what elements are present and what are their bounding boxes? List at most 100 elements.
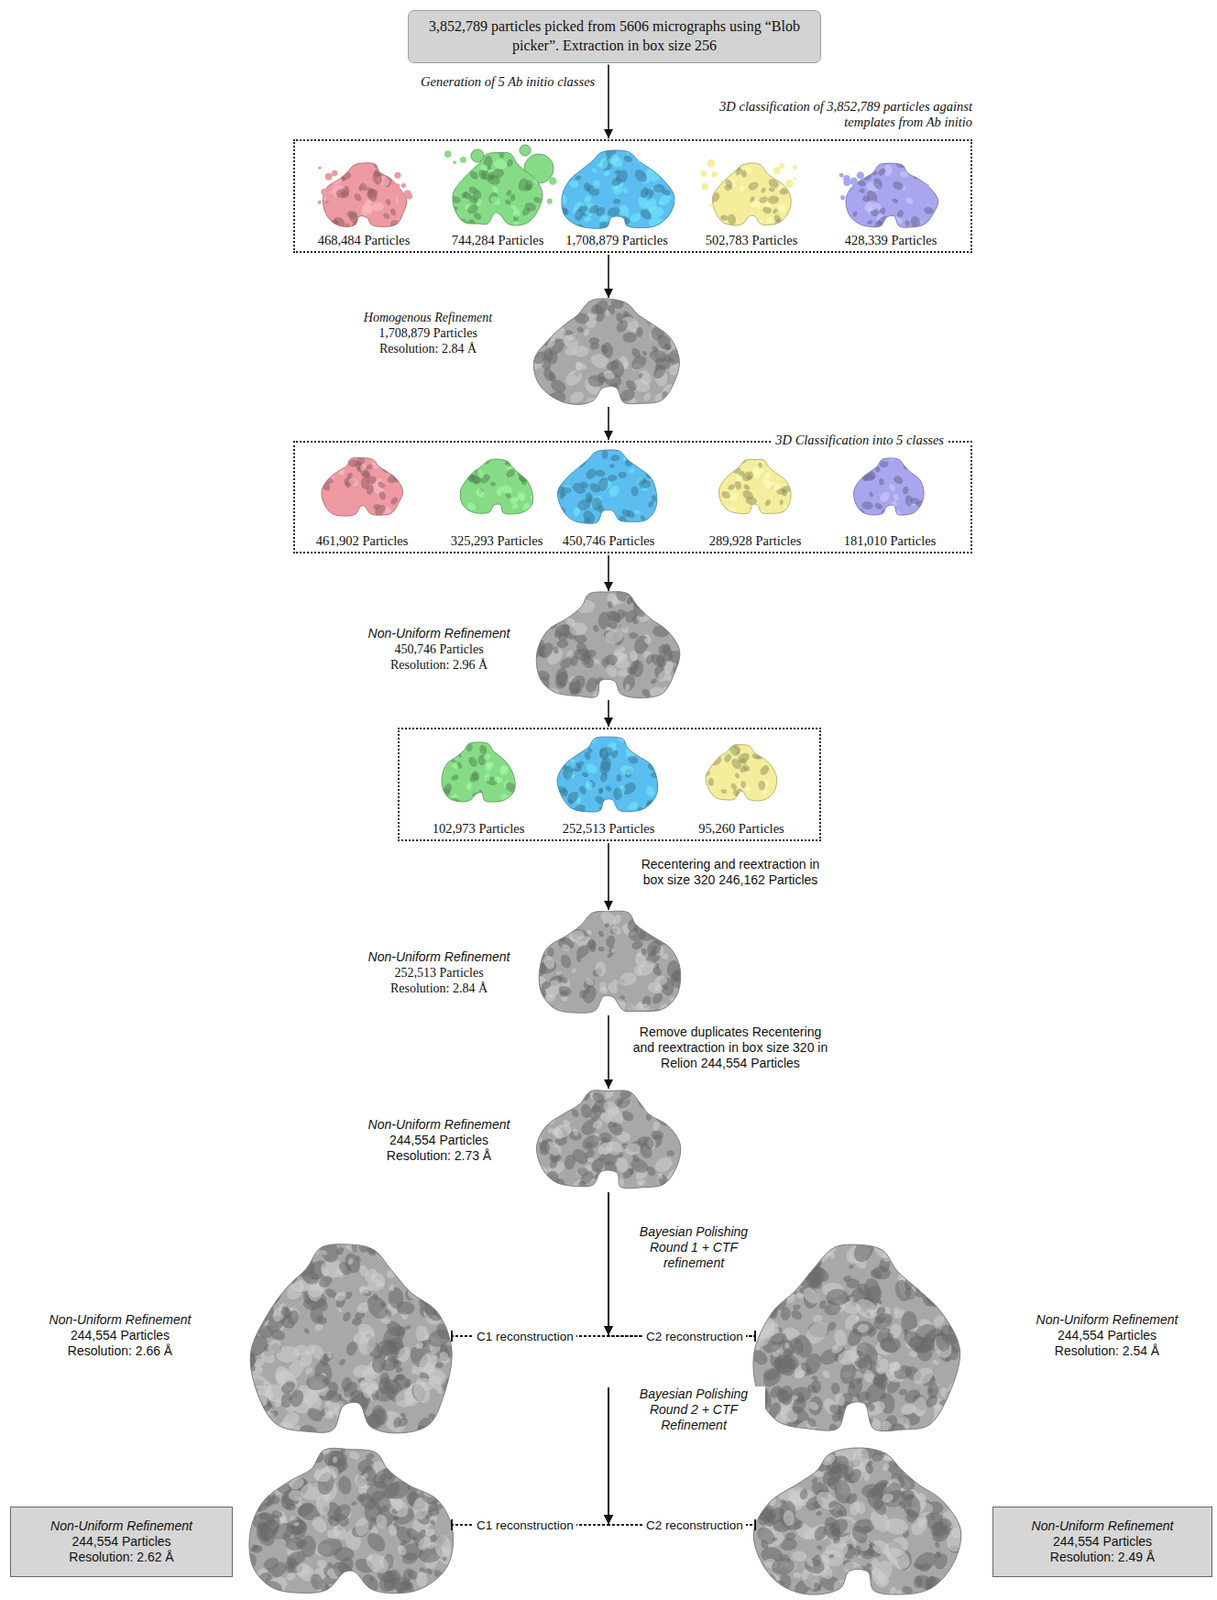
map-groove [602, 686, 612, 695]
map-groove [746, 180, 760, 192]
map-groove [774, 1356, 798, 1376]
map-groove [653, 355, 672, 372]
map-groove [669, 610, 679, 618]
map-groove [592, 1003, 610, 1022]
map-groove [286, 1453, 301, 1465]
map-groove [892, 1306, 900, 1316]
map-groove [909, 215, 922, 231]
map-groove [348, 1414, 366, 1437]
map-debris [718, 186, 726, 195]
map-groove [551, 918, 566, 932]
map-groove [649, 152, 662, 166]
map-groove [665, 324, 679, 335]
map-groove [405, 1258, 429, 1280]
map-groove [391, 1238, 417, 1260]
map-groove [338, 1358, 347, 1368]
map-groove [713, 504, 727, 518]
map-groove [597, 946, 605, 953]
map-groove [825, 1320, 838, 1333]
map-groove [544, 310, 550, 316]
map-groove [904, 196, 914, 206]
map-groove [788, 1241, 796, 1249]
map-groove [891, 197, 900, 205]
map-groove [559, 975, 570, 985]
map-groove [465, 218, 477, 232]
map-groove [505, 158, 515, 168]
map-figure [713, 455, 796, 517]
map-groove [911, 1260, 930, 1280]
map-groove [562, 604, 573, 616]
map-groove [624, 683, 630, 691]
map-groove [424, 1276, 455, 1306]
map-groove [428, 1519, 437, 1527]
map-groove [411, 1369, 417, 1375]
map-groove [844, 222, 852, 230]
map-debris [331, 170, 339, 177]
map-groove [275, 1249, 292, 1263]
map-groove [389, 1245, 405, 1258]
map-figure [530, 1085, 689, 1198]
map-groove [924, 1235, 946, 1255]
map-groove [453, 735, 466, 750]
map-groove [818, 1299, 828, 1311]
map-groove [537, 1002, 557, 1019]
map-groove [726, 482, 736, 492]
map-groove [376, 480, 386, 490]
map-groove [858, 457, 872, 468]
map-groove [652, 920, 665, 935]
map-groove [573, 687, 583, 697]
map-groove [344, 1339, 360, 1358]
map-groove [624, 915, 643, 934]
map-groove [592, 496, 603, 511]
map-groove [493, 214, 505, 227]
map-groove [569, 621, 589, 636]
map-groove [556, 205, 571, 219]
density-map [250, 1244, 452, 1434]
map-groove [585, 929, 593, 936]
map-groove [287, 1388, 307, 1410]
map-groove [346, 210, 362, 226]
map-groove [453, 155, 468, 171]
density-map [557, 736, 658, 812]
map-groove [603, 627, 625, 646]
map-groove [547, 1088, 554, 1097]
map-groove [340, 1310, 353, 1323]
map-groove [584, 976, 596, 987]
map-groove [668, 1107, 689, 1129]
map-groove [642, 391, 652, 402]
map-groove [314, 1324, 324, 1332]
map-groove [755, 1326, 770, 1347]
map-groove [662, 984, 669, 991]
map-groove [671, 611, 688, 626]
map-groove [504, 197, 513, 206]
map-groove [320, 1351, 335, 1364]
map-groove [491, 185, 500, 194]
map-groove [610, 175, 624, 188]
map-debris [395, 203, 402, 209]
map-groove [577, 784, 588, 796]
map-groove [789, 1308, 804, 1322]
map-groove [579, 480, 590, 490]
map-groove [436, 1389, 443, 1395]
map-groove [575, 955, 582, 964]
map-groove [367, 1278, 385, 1292]
map-texture [713, 455, 796, 517]
map-groove [594, 961, 607, 977]
map-groove [653, 585, 671, 606]
map-groove [358, 181, 369, 192]
map-groove [347, 1257, 354, 1265]
map-texture [530, 1085, 689, 1198]
map-groove [596, 1005, 613, 1020]
map-groove [949, 1396, 968, 1418]
map-groove [744, 785, 751, 791]
map-groove [892, 1306, 907, 1321]
map-outline [718, 459, 791, 514]
map-groove [315, 1315, 329, 1326]
map-groove [776, 202, 789, 215]
map-groove [891, 179, 905, 192]
map-groove [383, 1265, 399, 1282]
map-groove [757, 778, 770, 790]
map-debris [461, 184, 470, 192]
map-groove [541, 953, 558, 972]
